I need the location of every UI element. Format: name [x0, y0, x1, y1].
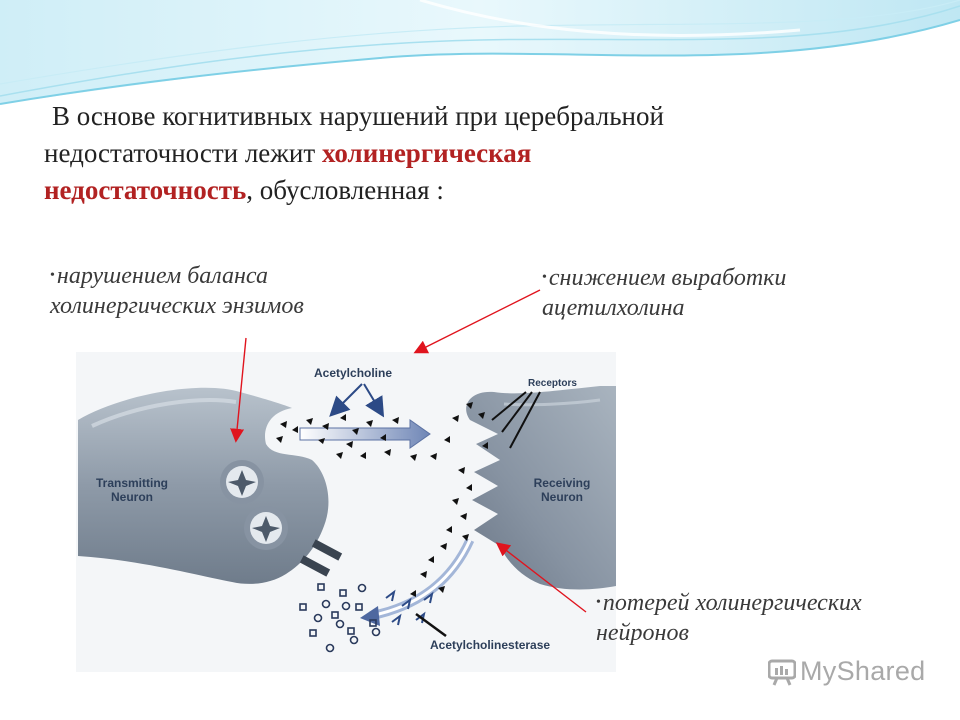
- acetylcholine-molecules: [276, 402, 488, 597]
- heading-line-2: недостаточности лежит холинергическая: [44, 138, 532, 168]
- bullet-enzyme-balance: •нарушением баланса холинергических энзи…: [50, 263, 304, 319]
- heading-highlight-1: холинергическая: [321, 138, 532, 168]
- slide-heading: В основе когнитивных нарушений при цереб…: [44, 98, 904, 209]
- arrow-acetylcholine: [413, 289, 541, 354]
- presentation-logo-icon: [768, 659, 796, 686]
- myshared-watermark: MyShared: [768, 656, 925, 687]
- vesicle-2: [244, 506, 288, 550]
- heading-highlight-2: недостаточность: [44, 175, 247, 205]
- heading-line-1: В основе когнитивных нарушений при цереб…: [52, 101, 664, 131]
- bullet-acetylcholine-production: •снижением выработки ацетилхолина: [542, 265, 787, 321]
- enzyme-pointer: [415, 612, 447, 638]
- label-acetylcholine: Acetylcholine: [314, 366, 393, 380]
- recycle-flow-arrow: [360, 538, 475, 626]
- bullet-neuron-loss: •потерей холинергических нейронов: [596, 590, 862, 646]
- label-acetylcholinesterase: Acetylcholinesterase: [430, 638, 551, 652]
- label-receptors: Receptors: [528, 378, 577, 389]
- breakdown-products: [299, 583, 381, 653]
- brand-name: MyShared: [800, 656, 926, 686]
- acetylcholine-pointers: [329, 383, 385, 418]
- membrane-transporter: [299, 539, 343, 577]
- acetylcholinesterase-enzymes: [385, 589, 434, 626]
- receiving-neuron: [466, 386, 616, 590]
- heading-line-3: недостаточность, обусловленная :: [44, 175, 444, 205]
- vesicle-1: [220, 460, 264, 504]
- arrow-neurons: [495, 542, 587, 613]
- arrow-enzymes: [230, 337, 247, 443]
- receptor-pointers: [491, 391, 541, 449]
- annotation-arrows: [230, 289, 587, 613]
- header-wave-decoration: [0, 0, 960, 105]
